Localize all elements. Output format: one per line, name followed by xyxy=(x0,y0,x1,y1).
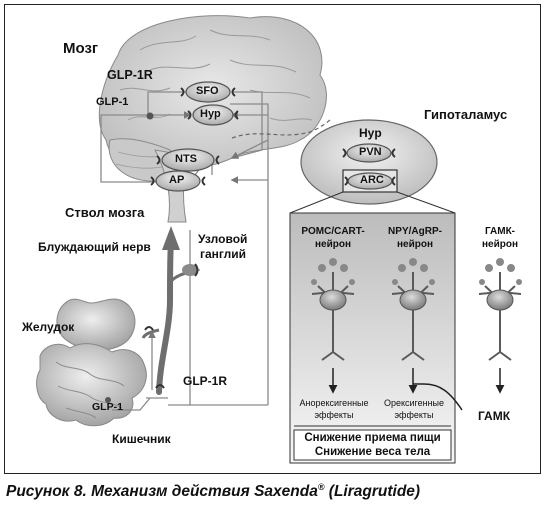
outcome-label-1: Снижение приема пищи xyxy=(304,432,441,444)
connection-lines xyxy=(100,91,269,411)
pomc-neuron xyxy=(311,258,355,394)
caption-prefix: Рисунок 8. Механизм действия Saxenda xyxy=(6,483,318,501)
gaba-label: ГАМК xyxy=(478,409,511,423)
brain-nodes xyxy=(144,81,239,389)
neuron-panel xyxy=(289,212,456,464)
glp1r-brain-label: GLP-1R xyxy=(107,68,153,82)
vagus-label: Блуждающий нерв xyxy=(38,240,151,254)
npy-label-1: NPY/AgRP- xyxy=(388,226,442,237)
pvn-node xyxy=(346,143,392,163)
glp1r-gut-label: GLP-1R xyxy=(183,374,228,388)
outcome-box xyxy=(293,429,452,461)
brainstem-label: Ствол мозга xyxy=(65,205,145,220)
figure-caption: Рисунок 8. Механизм действия Saxenda® (L… xyxy=(6,482,420,501)
nodose-ganglion xyxy=(182,264,198,276)
anorex-label-2: эффекты xyxy=(314,410,354,420)
glp1-gut-label: GLP-1 xyxy=(92,401,123,413)
hyp-node-label: Нyp xyxy=(200,108,221,120)
ap-label: AP xyxy=(169,174,185,186)
neurons xyxy=(311,258,522,411)
intestine-label: Кишечник xyxy=(112,432,171,446)
arc-label: ARC xyxy=(360,174,384,186)
gut-illustration xyxy=(36,298,147,427)
gaba-neuron-label-1: ГАМК- xyxy=(484,226,516,237)
ap-node xyxy=(155,170,201,192)
pvn-label: PVN xyxy=(359,146,382,158)
hyp-top-label: Нyp xyxy=(359,126,382,140)
dashed-link xyxy=(231,117,333,139)
orex-label-2: эффекты xyxy=(394,410,434,420)
brain-label: Мозг xyxy=(63,40,99,57)
sfo-node xyxy=(185,81,231,103)
stomach-label: Желудок xyxy=(22,320,75,334)
orex-label-1: Орексигенные xyxy=(383,398,445,408)
gaba-neuron xyxy=(478,258,522,394)
sfo-label: SFO xyxy=(196,85,219,97)
hyp-node xyxy=(192,104,234,126)
nts-label: NTS xyxy=(175,153,197,165)
anorex-label-1: Анорексигенные xyxy=(299,398,369,408)
hypothalamus-illustration xyxy=(289,119,456,214)
npy-label-2: нейрон xyxy=(396,239,433,250)
gaba-neuron-label-2: нейрон xyxy=(481,239,518,250)
pomc-label-2: нейрон xyxy=(314,239,351,250)
hypothalamus-label: Гипоталамус xyxy=(424,107,508,122)
glp1-brain-label: GLP-1 xyxy=(96,96,129,108)
caption-suffix: (Liragrutide) xyxy=(324,483,421,501)
nodose-label-2: ганглий xyxy=(200,247,246,261)
outcome-label-2: Снижение веса тела xyxy=(314,446,431,458)
pomc-label-1: POMC/CART- xyxy=(301,226,365,237)
npy-neuron xyxy=(391,258,463,411)
nodose-label-1: Узловой xyxy=(198,232,248,246)
nts-node xyxy=(161,148,215,172)
caption-reg: ® xyxy=(317,482,325,492)
